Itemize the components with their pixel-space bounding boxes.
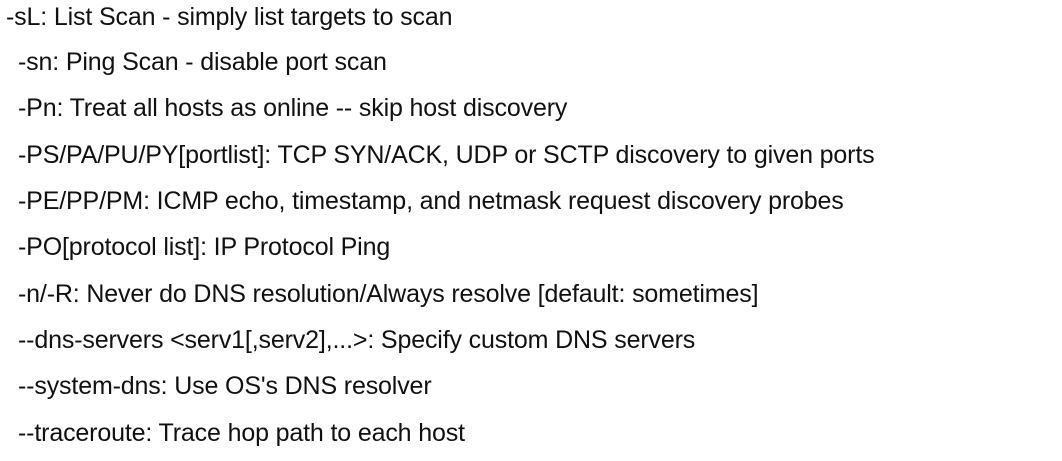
option-line-protocol-ping: -PO[protocol list]: IP Protocol Ping	[18, 233, 391, 261]
option-line-skip-host-discovery: -Pn: Treat all hosts as online -- skip h…	[18, 94, 568, 122]
option-line-icmp-discovery: -PE/PP/PM: ICMP echo, timestamp, and net…	[18, 187, 844, 215]
option-line-dns-servers: --dns-servers <serv1[,serv2],...>: Speci…	[18, 326, 696, 354]
option-line-system-dns: --system-dns: Use OS's DNS resolver	[18, 372, 432, 400]
option-line-traceroute: --traceroute: Trace hop path to each hos…	[18, 419, 465, 447]
option-line-list-scan: -sL: List Scan - simply list targets to …	[6, 3, 453, 31]
option-line-port-discovery: -PS/PA/PU/PY[portlist]: TCP SYN/ACK, UDP…	[18, 141, 875, 169]
option-line-ping-scan: -sn: Ping Scan - disable port scan	[18, 48, 387, 76]
option-line-dns-resolution: -n/-R: Never do DNS resolution/Always re…	[18, 280, 759, 308]
